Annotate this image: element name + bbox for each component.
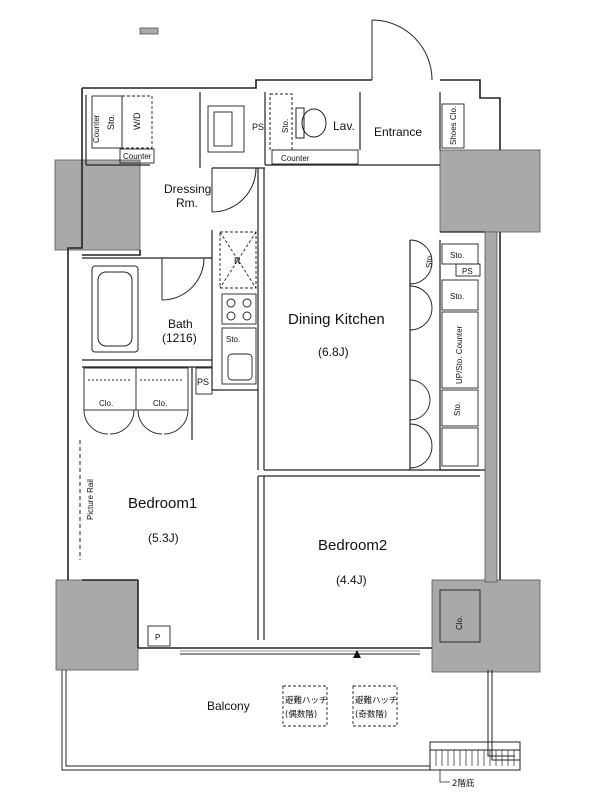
p-box (147, 625, 171, 647)
counter-label-2: Counter (123, 152, 152, 161)
top-wall-stub (139, 27, 159, 35)
bath-door-icon (161, 257, 205, 301)
bedroom1-closets (83, 367, 189, 435)
bath-size: (1216) (162, 331, 197, 345)
ps-label-3: PS (462, 267, 473, 276)
counter-label-1: Counter (92, 114, 101, 143)
hatch-odd-line1: 避難ハッチ (355, 695, 398, 706)
wd-label: W/D (132, 112, 142, 130)
entrance-label: Entrance (374, 125, 422, 139)
east-wall-band (484, 231, 498, 583)
sto-label-5: Sto. (450, 251, 464, 260)
entry-marker-icon (353, 650, 361, 658)
kitchen-fixtures (195, 231, 257, 395)
picture-rail-label: Picture Rail (86, 479, 95, 520)
bathtub-icon (91, 265, 139, 353)
sto-label-3: Sto. (226, 335, 240, 344)
hatch-even-line2: (偶数階) (285, 709, 317, 720)
vanity-counter (207, 105, 245, 153)
hatch-odd-line2: (奇数階) (355, 709, 387, 720)
hatch-even-line1: 避難ハッチ (285, 695, 328, 706)
column-east-lower (431, 579, 541, 673)
toilet-icon (269, 93, 327, 151)
east-closets (409, 239, 481, 469)
bedroom2-size: (4.4J) (336, 573, 367, 587)
clo-label-3: Clo. (455, 616, 464, 630)
shoes-clo-label: Shoes Clo. (449, 106, 458, 145)
shoes-closet (441, 103, 465, 149)
dining-kitchen-size: (6.8J) (318, 345, 349, 359)
bedroom1-label: Bedroom1 (128, 495, 197, 512)
dressing-door-icon (211, 167, 257, 213)
bedroom2-closet (439, 589, 481, 643)
ps-label-1: PS (252, 122, 264, 132)
p-label: P (155, 633, 160, 642)
eave-hatch-lines (435, 750, 515, 766)
sto-label-4: Sto. (425, 254, 434, 268)
lav-label: Lav. (333, 119, 355, 133)
balcony-label: Balcony (207, 699, 250, 713)
entrance-door-icon (371, 19, 433, 81)
clo-label-2: Clo. (153, 399, 167, 408)
note-leader (439, 770, 450, 783)
column-west-lower (55, 579, 139, 671)
dressing-label-2: Rm. (176, 196, 198, 210)
escape-hatches (282, 685, 398, 727)
sto-label-2: Sto. (281, 119, 290, 133)
dressing-label: Dressing (164, 182, 211, 196)
column-west-upper (54, 159, 141, 251)
dining-kitchen-label: Dining Kitchen (288, 311, 385, 328)
ps-label-2: PS (197, 377, 209, 387)
bedroom1-size: (5.3J) (148, 531, 179, 545)
up-sto-counter-label: UP/Sto. Counter (455, 325, 464, 384)
bath-label: Bath (168, 317, 193, 331)
eave-note: 2階庇 (452, 778, 475, 789)
structure (54, 27, 541, 673)
bedroom2-label: Bedroom2 (318, 537, 387, 554)
refrigerator-label: R (234, 256, 241, 266)
balcony-window (180, 647, 420, 655)
sto-label-6: Sto. (450, 292, 464, 301)
lav-counter (271, 149, 359, 165)
sto-label-1: Sto. (106, 114, 116, 130)
interior-walls (82, 92, 485, 640)
counter-label-3: Counter (281, 154, 310, 163)
column-east-upper (439, 149, 541, 233)
balcony-outline (61, 670, 521, 771)
sto-label-7: Sto. (453, 402, 462, 416)
clo-label-1: Clo. (99, 399, 113, 408)
laundry-area (91, 95, 155, 164)
